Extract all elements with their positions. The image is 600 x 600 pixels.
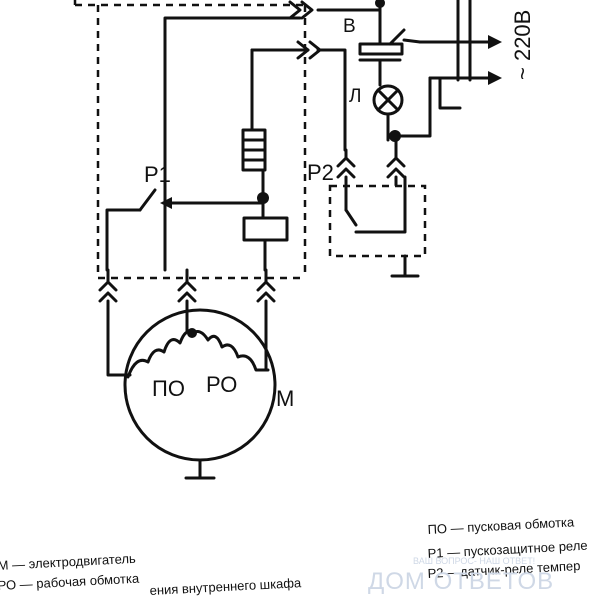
connector-motor-left xyxy=(98,280,118,303)
relay-enclosure-outline xyxy=(73,0,307,280)
connector-p2-right xyxy=(386,156,406,179)
label-po: ПО xyxy=(152,376,185,401)
connector-motor-mid xyxy=(177,280,197,303)
thermostat-enclosure-outline xyxy=(328,184,427,258)
label-ro: РО xyxy=(206,372,237,397)
label-p2: Р2 xyxy=(307,160,334,185)
relay-p1-switch xyxy=(105,188,265,272)
watermark-logo: ДОМ ОТВЕТОВ xyxy=(368,568,555,595)
door-switch-b xyxy=(358,18,422,87)
power-input xyxy=(375,0,502,85)
thermostat-p2-switch xyxy=(344,175,420,278)
label-voltage: ~ 220В xyxy=(510,10,535,80)
label-m: М xyxy=(276,386,294,411)
lamp-l xyxy=(372,76,462,142)
relay-heater xyxy=(242,216,289,242)
watermark-tagline: ВАШ ВОПРОС- НАШ ОТВЕТ! xyxy=(413,556,536,566)
connector-p2-left xyxy=(336,156,356,179)
motor-symbol xyxy=(106,308,277,480)
label-b: В xyxy=(343,16,356,37)
junction-dot xyxy=(257,192,269,204)
label-l: Л xyxy=(349,86,361,107)
label-p1: Р1 xyxy=(144,162,171,187)
relay-current-coil xyxy=(241,128,267,172)
connector-top-1 xyxy=(288,0,314,20)
connector-motor-right xyxy=(256,280,276,303)
